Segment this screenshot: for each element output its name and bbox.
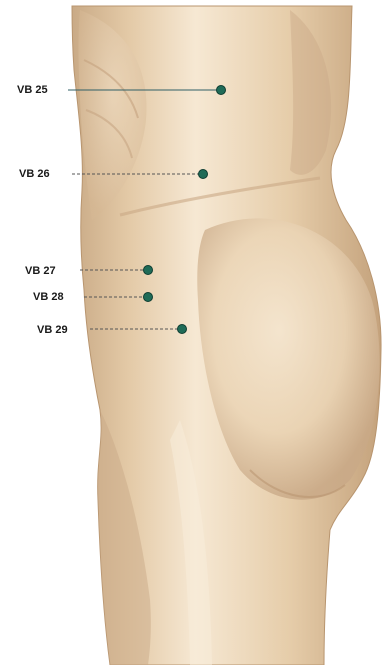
- label-vb27: VB 27: [25, 265, 56, 277]
- label-vb25: VB 25: [17, 84, 48, 96]
- acupoint-marker-vb29: [178, 325, 187, 334]
- label-vb26: VB 26: [19, 168, 50, 180]
- acupoint-marker-vb25: [217, 86, 226, 95]
- acupoint-marker-vb28: [144, 293, 153, 302]
- acupoint-marker-vb26: [199, 170, 208, 179]
- label-vb28: VB 28: [33, 291, 64, 303]
- label-vb29: VB 29: [37, 324, 68, 336]
- acupoint-marker-vb27: [144, 266, 153, 275]
